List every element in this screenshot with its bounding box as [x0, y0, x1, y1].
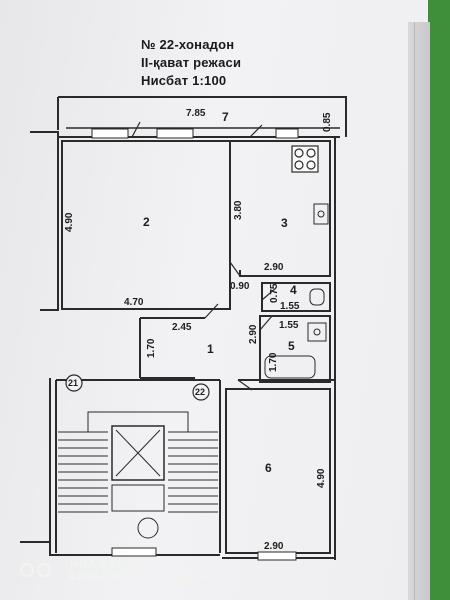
dim-room6-height: 4.90 [316, 468, 327, 488]
room-2-outline [61, 140, 231, 310]
watermark-line-1: HUAWEI P9 [70, 558, 142, 570]
dim-wc-width: 1.55 [280, 301, 300, 312]
washbasin-icon [307, 322, 327, 342]
room-6-outline [225, 388, 331, 554]
outer-wall-left [30, 131, 59, 311]
dim-room2-height: 4.90 [64, 212, 75, 232]
svg-text:21: 21 [68, 378, 78, 388]
dim-room3-height: 3.80 [233, 200, 244, 220]
watermark-line-2: LEICA DUAL CAMERA [70, 571, 208, 583]
toilet-icon [309, 288, 325, 306]
plan-subtitle: II-қават режаси [141, 55, 242, 70]
dim-hall-width: 2.45 [172, 322, 192, 333]
lift-shaft-icon [111, 425, 165, 481]
room-5-outline [259, 315, 331, 383]
dim-room2-width: 4.70 [124, 297, 144, 308]
plan-scale: Нисбат 1:100 [141, 73, 227, 88]
room-number-5: 5 [288, 339, 295, 353]
camera-watermark: HUAWEI P9 LEICA DUAL CAMERA [20, 558, 280, 588]
stove-icon [291, 145, 319, 173]
windows-top [91, 128, 299, 561]
paper-fold-line [414, 22, 415, 600]
bathtub-icon [264, 355, 316, 379]
dim-wc-height: 0.75 [269, 283, 280, 303]
axis-marker-22: 22 [192, 383, 210, 401]
kitchen-sink-icon [313, 203, 329, 225]
dim-room6-width: 2.90 [264, 541, 284, 552]
axis-marker-21: 21 [65, 374, 83, 392]
dim-room3-width: 2.90 [264, 262, 284, 273]
svg-text:22: 22 [195, 387, 205, 397]
dim-balcony-depth: 0.85 [322, 112, 333, 132]
paper-edge [408, 22, 430, 600]
dim-balcony-length: 7.85 [186, 108, 206, 119]
room-number-1: 1 [207, 342, 214, 356]
plan-title: № 22-хонадон [141, 37, 235, 52]
room-number-2: 2 [143, 215, 150, 229]
garbage-chute-icon [137, 517, 159, 539]
room-3-outline [230, 140, 331, 277]
room-number-7: 7 [222, 110, 229, 124]
door-swings [131, 121, 277, 391]
room-number-3: 3 [281, 216, 288, 230]
dim-door-gap: 0.90 [230, 281, 250, 292]
paper-sheet [0, 0, 428, 600]
staircase-icon [58, 411, 218, 539]
dim-corridor-height: 2.90 [248, 324, 259, 344]
dim-bath-width: 1.55 [279, 320, 299, 331]
room-number-6: 6 [265, 461, 272, 475]
room-4-outline [261, 282, 331, 312]
camera-logo-icon [20, 563, 51, 577]
dim-bath-height: 1.70 [268, 352, 279, 372]
outer-wall-top [58, 96, 347, 137]
dim-hall-height: 1.70 [146, 338, 157, 358]
room-number-4: 4 [290, 283, 297, 297]
